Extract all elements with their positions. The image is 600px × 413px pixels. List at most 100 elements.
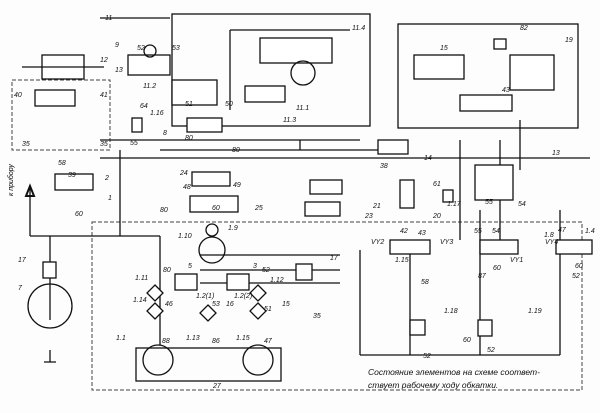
component-label: 19 — [565, 37, 573, 44]
unit-11-frame — [171, 13, 371, 127]
valve-25 — [189, 195, 239, 213]
component-label: 80 — [232, 147, 240, 154]
component-label: 1.18 — [444, 308, 458, 315]
component-label: 1.11 — [135, 275, 148, 282]
component-label: 53 — [172, 45, 180, 52]
cylinder-11-2 — [171, 79, 218, 106]
component-label: 80 — [163, 267, 171, 274]
component-label: VY4 — [545, 239, 558, 246]
valve-23 — [304, 201, 341, 217]
arrow-up-icon — [24, 183, 36, 197]
pump-7 — [27, 283, 73, 329]
component-label: 52 — [423, 353, 431, 360]
component-label: 12 — [100, 57, 108, 64]
component-label: 47 — [264, 338, 273, 345]
component-label: 64 — [140, 103, 148, 110]
component-label: 17 — [18, 257, 27, 264]
accumulator-20 — [399, 179, 415, 209]
component-label: 47 — [558, 227, 567, 234]
component-label: 1.16 — [150, 110, 164, 117]
component-label: 3 — [253, 263, 257, 270]
component-label: 51 — [185, 101, 193, 108]
component-label: 52 — [262, 267, 270, 274]
component-label: 50 — [225, 101, 233, 108]
component-label: 60 — [575, 263, 583, 270]
component-label: 1.2(1) — [196, 293, 214, 300]
component-label: 43 — [418, 230, 426, 237]
component-label: 16 — [226, 301, 234, 308]
component-label: 21 — [372, 203, 381, 210]
pump-line — [44, 236, 56, 363]
component-label: 82 — [520, 25, 528, 32]
cylinder-14 — [377, 139, 409, 155]
note-line-1: Состояние элементов на схеме соответ- — [368, 367, 540, 377]
gauge-icon — [143, 44, 157, 58]
unit-13-frame — [11, 79, 111, 151]
switch-1-17 — [442, 189, 454, 203]
switch-1-16 — [131, 117, 143, 133]
component-label: 1.8 — [544, 232, 554, 239]
component-label: 61 — [433, 181, 441, 188]
motor-lines — [200, 254, 340, 284]
component-label: 24 — [179, 170, 188, 177]
supply-line — [29, 186, 160, 237]
component-label: 49 — [233, 182, 241, 189]
filters — [146, 284, 267, 322]
component-label: 60 — [212, 205, 220, 212]
valve-3 — [226, 273, 250, 291]
valve-1-8 — [479, 239, 519, 255]
distributor-1-9 — [198, 236, 226, 264]
component-label: 1.10 — [178, 233, 192, 240]
cylinder-21 — [309, 179, 343, 195]
clamp-cylinder — [127, 54, 171, 76]
component-label: 35 — [100, 141, 108, 148]
component-label: 54 — [492, 228, 500, 235]
pressure-line — [119, 140, 380, 345]
component-label: 15 — [440, 45, 448, 52]
valve-1-15 — [389, 239, 431, 255]
component-label: VY1 — [510, 257, 523, 264]
component-label: 35 — [22, 141, 30, 148]
component-label: 1.2(2) — [234, 293, 252, 300]
component-label: 86 — [212, 338, 220, 345]
component-label: 11.3 — [283, 117, 296, 124]
component-label: 46 — [165, 301, 173, 308]
component-label: 43 — [502, 87, 510, 94]
component-label: 11.4 — [352, 25, 365, 32]
component-label: 1.15 — [236, 335, 250, 342]
valve-1-4 — [555, 239, 593, 255]
side-label: к прибору — [8, 164, 15, 196]
clutch-13 — [474, 164, 514, 201]
component-label: VY3 — [440, 239, 453, 246]
component-label: 40 — [14, 92, 22, 99]
valve-11-1 — [244, 85, 286, 103]
component-label: 55 — [485, 199, 493, 206]
component-label: 80 — [185, 135, 193, 142]
component-label: 13 — [115, 67, 123, 74]
note-line-2: ствует рабочему ходу обкатки. — [368, 380, 499, 390]
component-label: VY2 — [371, 239, 384, 246]
schematic-note: Состояние элементов на схеме соответ- ст… — [368, 366, 598, 392]
component-label: 88 — [162, 338, 170, 345]
component-label: 55 — [474, 228, 482, 235]
component-label: 11.1 — [296, 105, 309, 112]
lower-unit-frame — [91, 221, 583, 391]
component-label: 1.4 — [585, 228, 595, 235]
component-label: 87 — [478, 273, 487, 280]
slide-11-4 — [259, 37, 333, 64]
component-label: 9 — [115, 42, 119, 49]
component-label: 52 — [572, 273, 580, 280]
cylinder-19 — [509, 54, 555, 91]
component-label: 55 — [130, 140, 138, 147]
component-label: 17 — [330, 255, 339, 262]
component-label: 14 — [424, 155, 432, 162]
component-label: 11 — [105, 15, 112, 22]
valve-43 — [459, 94, 513, 112]
relief-valve-17 — [295, 263, 313, 281]
component-label: 23 — [364, 213, 373, 220]
component-label: 27 — [212, 383, 222, 390]
throttle-17 — [42, 261, 57, 279]
